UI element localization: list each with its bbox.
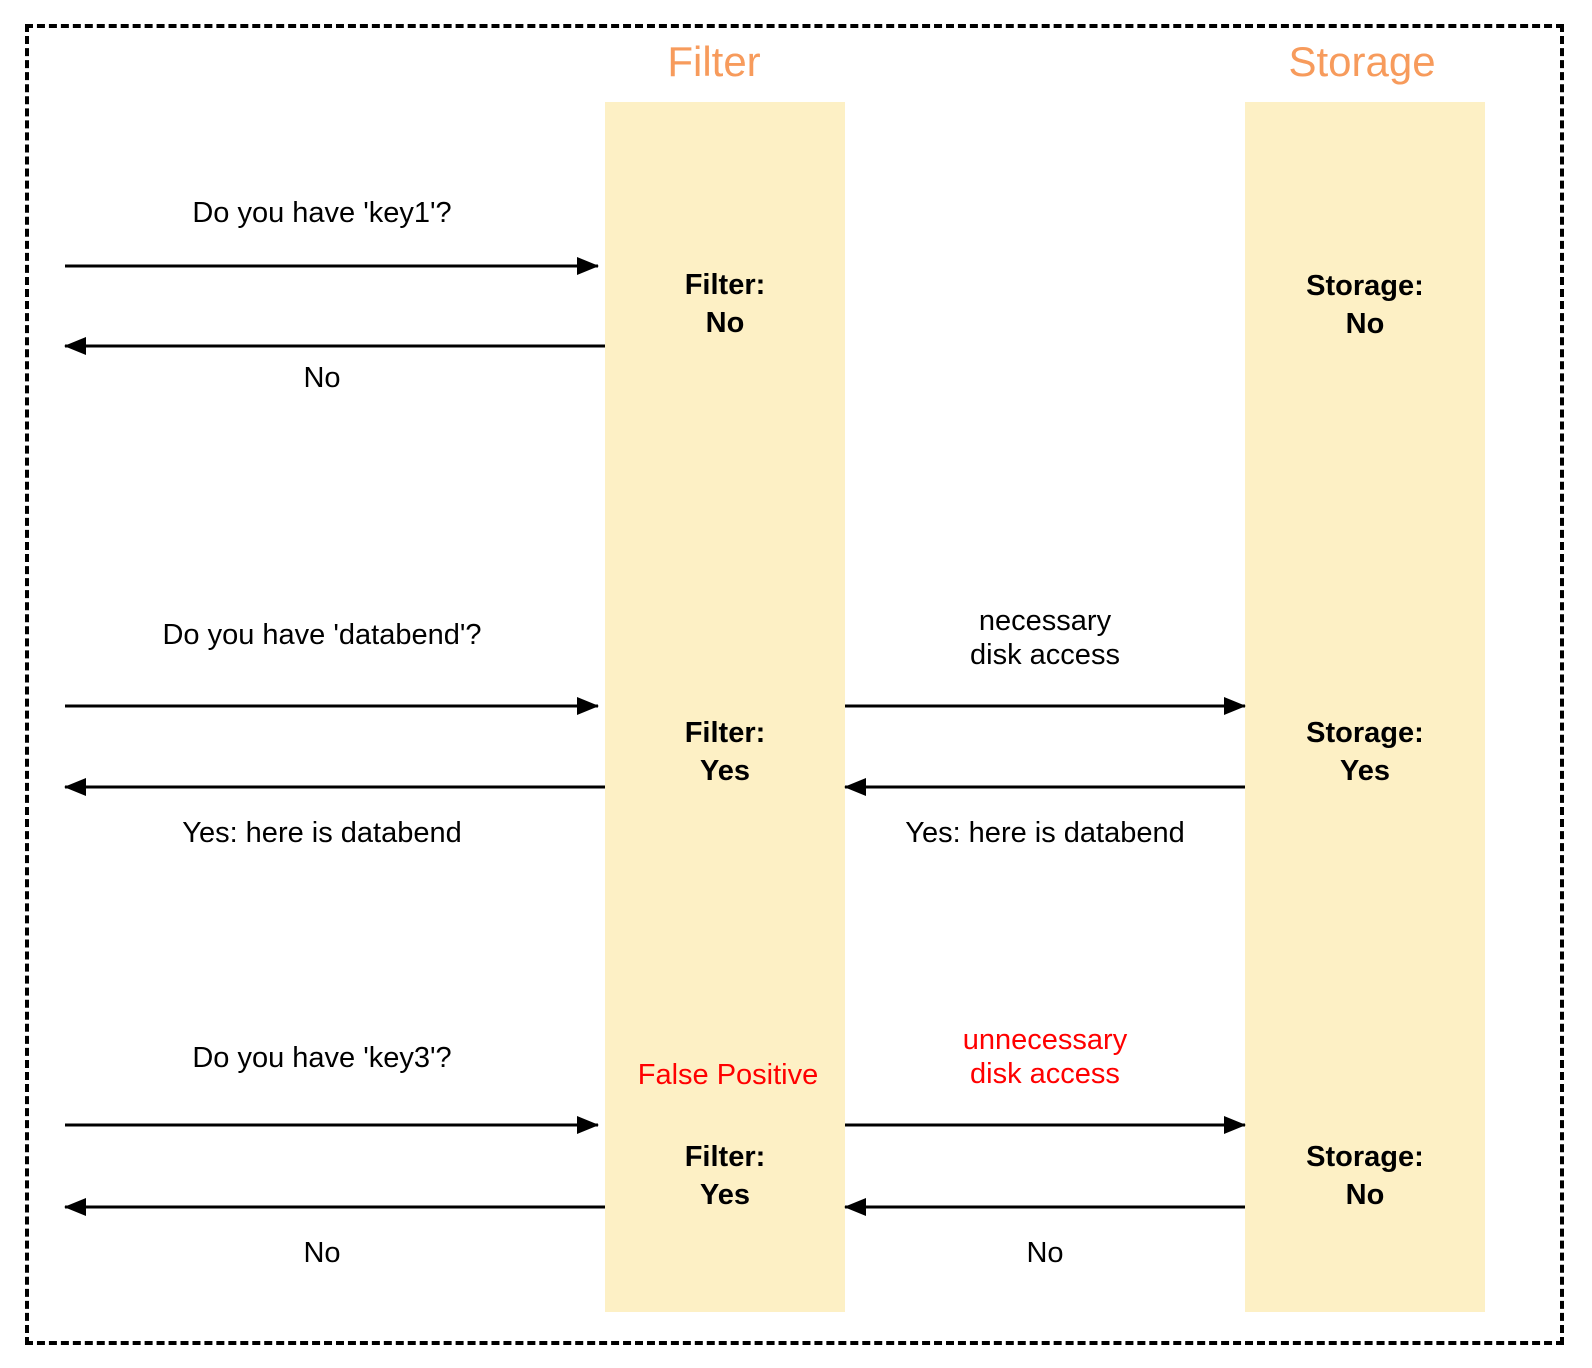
arrow-shaft	[65, 1205, 605, 1209]
arrow-head-left-icon	[844, 1198, 866, 1216]
arrow-shaft	[65, 1123, 598, 1127]
arrow-client-to-filter-databend	[65, 697, 599, 715]
arrow-head-left-icon	[64, 1198, 86, 1216]
storage-state-key3: Storage: No	[1306, 1138, 1424, 1214]
arrow-head-left-icon	[64, 337, 86, 355]
arrow-filter-to-client-key3	[64, 1198, 605, 1216]
response-label-key1: No	[303, 362, 341, 394]
disk-access-note-key3: unnecessary disk access	[963, 1023, 1127, 1091]
storage-state-key1: Storage: No	[1306, 267, 1424, 343]
question-label-key1: Do you have 'key1'?	[192, 197, 452, 229]
storage-response-label-databend: Yes: here is databend	[905, 817, 1185, 849]
filter-state-key1: Filter: No	[685, 266, 766, 342]
disk-access-note-key3-line2: disk access	[970, 1058, 1120, 1090]
filter-state-key3: Filter: Yes	[685, 1138, 766, 1214]
arrow-head-right-icon	[1224, 697, 1246, 715]
filter-lifeline-band	[605, 102, 845, 1312]
arrow-shaft	[65, 704, 598, 708]
arrow-client-to-filter-key1	[65, 257, 599, 275]
storage-state-databend: Storage: Yes	[1306, 714, 1424, 790]
arrow-shaft	[65, 264, 598, 268]
filter-state-key1-label: Filter:	[684, 269, 766, 301]
question-label-key3: Do you have 'key3'?	[192, 1042, 452, 1074]
arrow-filter-to-client-databend	[64, 778, 605, 796]
storage-state-key1-label: Storage:	[1306, 270, 1424, 302]
arrow-head-left-icon	[844, 778, 866, 796]
filter-state-databend-label: Filter:	[684, 717, 766, 749]
arrow-head-right-icon	[577, 257, 599, 275]
diagram-border	[25, 24, 1564, 1345]
arrow-client-to-filter-key3	[65, 1116, 599, 1134]
storage-state-databend-value: Yes	[1339, 755, 1390, 787]
filter-state-databend-value: Yes	[700, 755, 750, 787]
arrow-shaft	[65, 785, 605, 789]
arrow-shaft	[845, 1205, 1245, 1209]
arrow-filter-to-storage-key3	[845, 1116, 1246, 1134]
arrow-filter-to-client-key1	[64, 337, 605, 355]
arrow-shaft	[845, 1123, 1245, 1127]
filter-state-key1-value: No	[705, 307, 745, 339]
storage-state-key1-value: No	[1345, 308, 1385, 340]
arrow-storage-to-filter-key3	[844, 1198, 1245, 1216]
arrow-head-left-icon	[64, 778, 86, 796]
arrow-head-right-icon	[577, 1116, 599, 1134]
arrow-shaft	[65, 344, 605, 348]
filter-lane-title: Filter	[667, 38, 761, 85]
arrow-storage-to-filter-databend	[844, 778, 1245, 796]
false-positive-label: False Positive	[637, 1059, 819, 1091]
disk-access-note-databend-line2: disk access	[970, 639, 1120, 671]
disk-access-note-databend: necessary disk access	[970, 604, 1120, 672]
storage-state-databend-label: Storage:	[1306, 717, 1424, 749]
disk-access-note-key3-line1: unnecessary	[962, 1024, 1128, 1056]
arrow-shaft	[845, 704, 1245, 708]
arrow-shaft	[845, 785, 1245, 789]
disk-access-note-databend-line1: necessary	[978, 605, 1112, 637]
storage-lifeline-band	[1245, 102, 1485, 1312]
filter-state-key3-label: Filter:	[684, 1141, 766, 1173]
storage-response-label-key3: No	[1026, 1237, 1064, 1269]
filter-state-key3-value: Yes	[700, 1179, 750, 1211]
response-label-key3: No	[303, 1237, 341, 1269]
storage-state-key3-label: Storage:	[1306, 1141, 1424, 1173]
question-label-databend: Do you have 'databend'?	[162, 619, 482, 651]
storage-state-key3-value: No	[1345, 1179, 1385, 1211]
storage-lane-title: Storage	[1288, 38, 1436, 85]
response-label-databend: Yes: here is databend	[182, 817, 462, 849]
arrow-head-right-icon	[577, 697, 599, 715]
arrow-head-right-icon	[1224, 1116, 1246, 1134]
filter-state-databend: Filter: Yes	[685, 714, 766, 790]
arrow-filter-to-storage-databend	[845, 697, 1246, 715]
